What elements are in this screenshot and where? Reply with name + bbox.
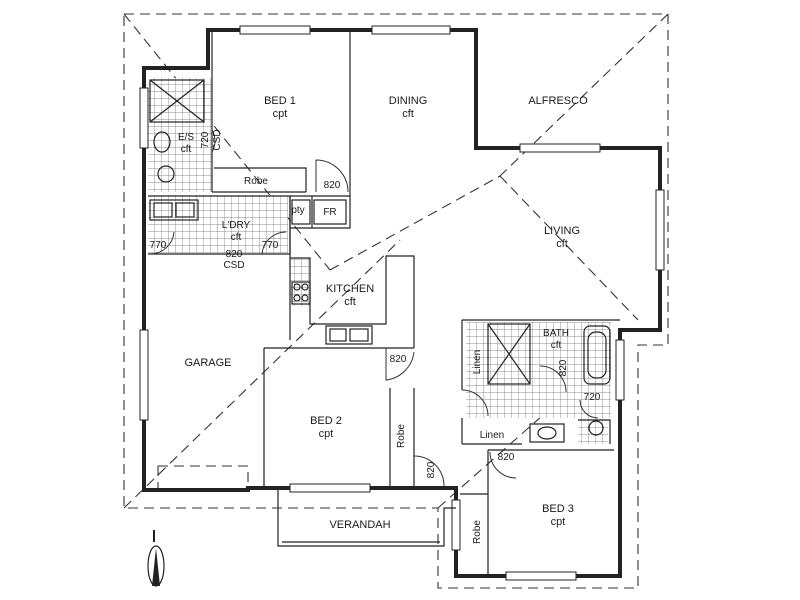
csd-laundry: CSD (223, 260, 244, 271)
robe1-name: Robe (244, 176, 268, 187)
d720-wc: 720 (584, 392, 601, 403)
laundry-floor: cft (231, 232, 242, 243)
robe2-name: Robe (396, 424, 407, 448)
tiled-areas (148, 78, 611, 444)
laundry-name: L'DRY (222, 220, 251, 231)
ensuite-name: E/S (178, 132, 194, 143)
north-arrow-icon (147, 530, 165, 587)
verandah-name: VERANDAH (329, 519, 390, 531)
fixtures (149, 79, 611, 443)
alfresco-name: ALFRESCO (528, 95, 588, 107)
bed3-floor: cpt (551, 516, 566, 528)
bath-name: BATH (543, 328, 569, 339)
internal-walls (148, 30, 620, 576)
d770-left: 770 (150, 240, 167, 251)
room-labels: BED 1 cpt DINING cft ALFRESCO E/S cft Ro… (178, 95, 588, 544)
bed3-name: BED 3 (542, 503, 574, 515)
roof-outline (123, 13, 669, 589)
garage-door (157, 465, 249, 488)
bed1-floor: cpt (273, 108, 288, 120)
bed2-floor: cpt (319, 428, 334, 440)
d720-ensuite: 720 (200, 131, 211, 148)
living-name: LIVING (544, 225, 580, 237)
dining-name: DINING (389, 95, 428, 107)
linen-closet-name: Linen (472, 350, 483, 374)
bed1-name: BED 1 (264, 95, 296, 107)
kitchen-floor: cft (344, 296, 356, 308)
kitchen-name: KITCHEN (326, 283, 374, 295)
bath-floor: cft (551, 340, 562, 351)
d820-bed3: 820 (498, 452, 515, 463)
d820-bed1: 820 (324, 180, 341, 191)
d820-hall: 820 (426, 461, 437, 478)
ensuite-floor: cft (181, 144, 192, 155)
pantry-name: pty (291, 205, 304, 216)
door-swings (149, 129, 599, 487)
linen-cupboard-name: Linen (480, 430, 504, 441)
bed2-name: BED 2 (310, 415, 342, 427)
garage-name: GARAGE (184, 357, 231, 369)
living-floor: cft (556, 238, 568, 250)
dining-floor: cft (402, 108, 414, 120)
verandah-area (277, 490, 456, 547)
d820-bed2: 820 (390, 354, 407, 365)
fridge-name: FR (323, 207, 336, 218)
windows (139, 25, 665, 581)
csd-ensuite: CSD (212, 129, 223, 150)
d820-laundry: 820 (226, 249, 243, 260)
d820-bath: 820 (558, 359, 569, 376)
d770-right: 770 (262, 240, 279, 251)
robe3-name: Robe (472, 520, 483, 544)
annotations: CSD 720 820 770 770 820 CSD 820 820 820 … (150, 129, 601, 478)
